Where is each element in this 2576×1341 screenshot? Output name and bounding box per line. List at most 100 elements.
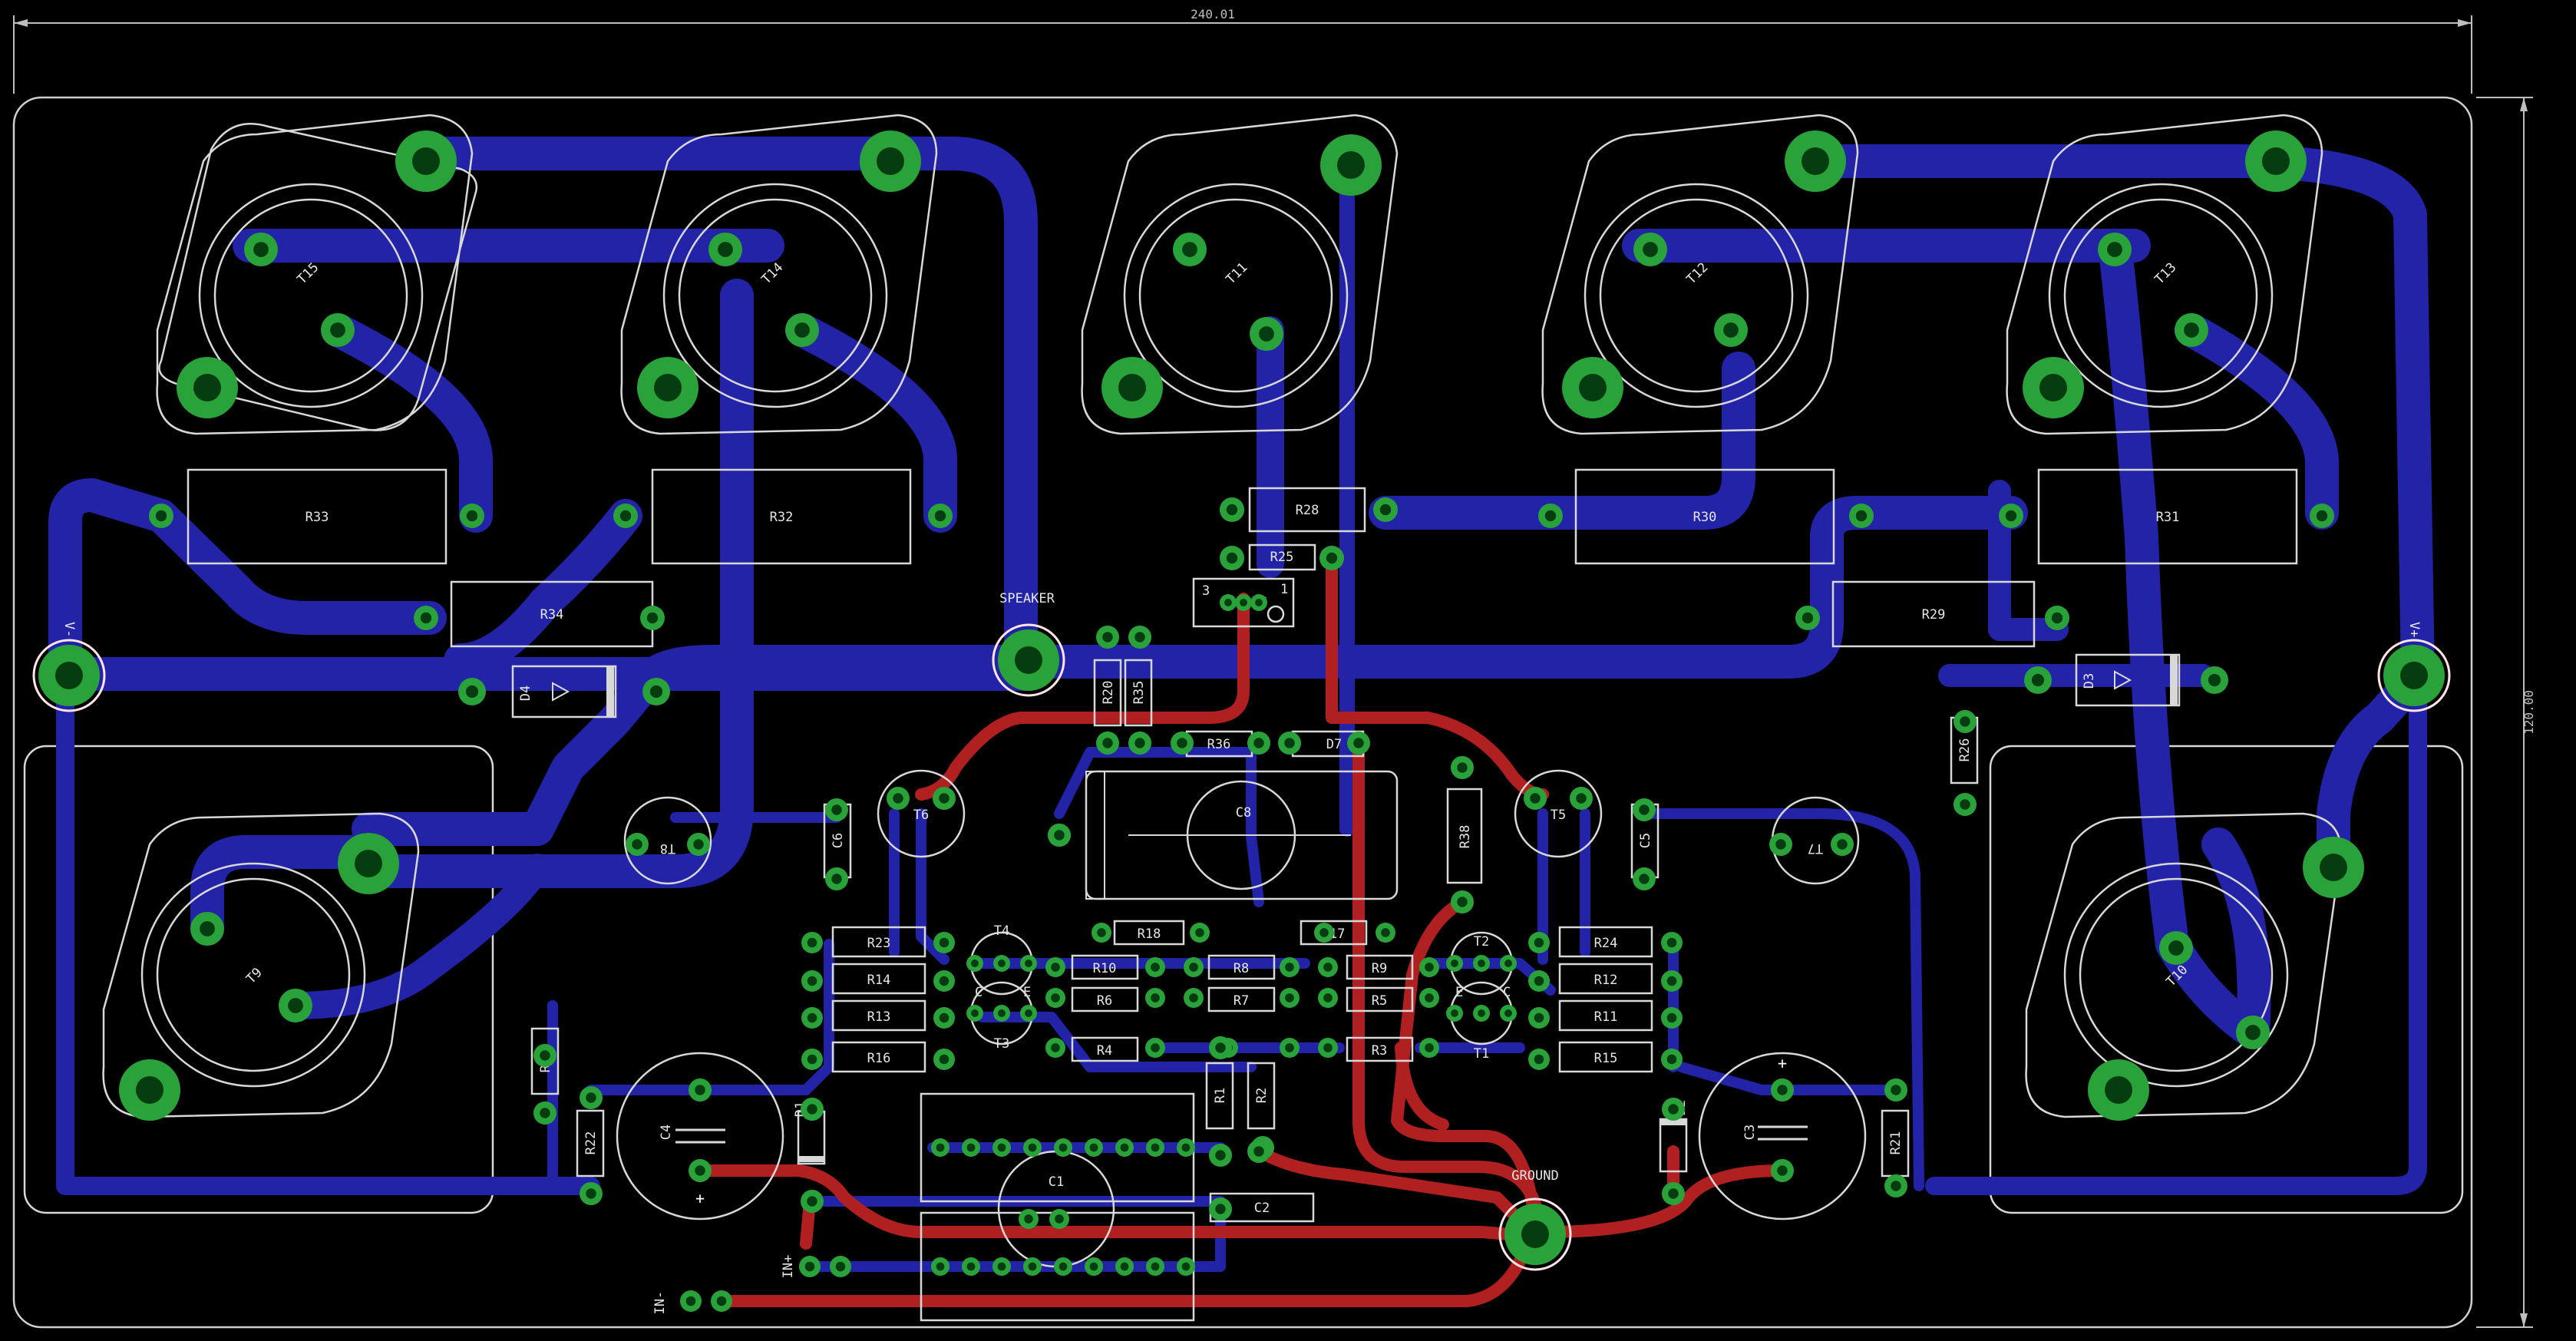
- pad-hole: [2245, 1025, 2261, 1040]
- pad-hole: [540, 1050, 550, 1061]
- pad-hole: [1451, 960, 1458, 967]
- resistor-r1[interactable]: R1: [1205, 1062, 1234, 1130]
- heatsink-left-outline: [23, 745, 494, 1214]
- resistor-r16[interactable]: R16: [831, 1041, 926, 1073]
- transistor-t5[interactable]: T5: [1514, 769, 1603, 858]
- pad-hole: [1723, 322, 1739, 338]
- resistor-r21[interactable]: R21: [1881, 1109, 1910, 1178]
- resistor-r30[interactable]: R30: [1574, 468, 1835, 565]
- resistor-r2[interactable]: R2: [1247, 1062, 1276, 1130]
- resistor-r11[interactable]: R11: [1558, 999, 1653, 1032]
- pad-hole: [693, 839, 704, 850]
- pad-hole: [1177, 738, 1187, 748]
- capacitor-c1[interactable]: C1: [920, 1092, 1195, 1322]
- resistor-r22[interactable]: R22: [576, 1109, 605, 1178]
- resistor-r14[interactable]: R14: [831, 963, 926, 995]
- resistor-r23[interactable]: R23: [831, 926, 926, 958]
- pad-hole: [971, 1009, 979, 1017]
- pad-hole: [1579, 374, 1607, 401]
- resistor-r25[interactable]: R25: [1248, 543, 1316, 571]
- pad-hole: [646, 612, 659, 624]
- pad-hole: [1425, 963, 1434, 972]
- pad-hole: [2320, 854, 2347, 881]
- svg-text:+: +: [695, 1189, 705, 1207]
- pad-hole: [136, 1076, 163, 1104]
- pad-hole: [1457, 897, 1468, 907]
- resistor-r12[interactable]: R12: [1558, 963, 1653, 995]
- t2-pin-c: C: [1503, 985, 1511, 1000]
- r15-label: R15: [1594, 1051, 1618, 1066]
- resistor-r10[interactable]: R10: [1071, 954, 1139, 980]
- resistor-r4[interactable]: R4: [1071, 1036, 1139, 1062]
- r14-label: R14: [867, 973, 891, 988]
- resistor-r28[interactable]: R28: [1248, 487, 1366, 533]
- resistor-r8[interactable]: R8: [1207, 954, 1276, 980]
- r34-label: R34: [540, 607, 564, 623]
- pad-hole: [1534, 976, 1544, 986]
- resistor-r32[interactable]: R32: [651, 468, 912, 565]
- resistor-r15[interactable]: R15: [1558, 1041, 1653, 1073]
- diode-d3[interactable]: D3: [2075, 653, 2181, 707]
- pad-hole: [2005, 510, 2017, 522]
- resistor-r33[interactable]: R33: [187, 468, 447, 565]
- r20-label: R20: [1101, 681, 1116, 705]
- pad-hole: [971, 960, 979, 967]
- resistor-r24[interactable]: R24: [1558, 926, 1653, 958]
- pad-hole: [619, 510, 632, 522]
- resistor-r38[interactable]: R38: [1446, 788, 1483, 884]
- pad-hole: [1253, 738, 1264, 748]
- resistor-r20[interactable]: R20: [1093, 659, 1122, 727]
- pad-hole: [804, 1261, 815, 1272]
- pad-hole: [55, 662, 83, 689]
- r16-label: R16: [867, 1051, 891, 1066]
- capacitor-c4[interactable]: C4 +: [616, 1052, 784, 1220]
- r22-label: R22: [583, 1131, 599, 1155]
- r28-label: R28: [1296, 503, 1319, 518]
- power-transistor-t9[interactable]: T9: [140, 862, 366, 1088]
- pad-hole: [1285, 993, 1294, 1002]
- speaker-terminal-ring: [992, 623, 1065, 697]
- resistor-r31[interactable]: R31: [2037, 468, 2298, 565]
- pad-hole: [1215, 1042, 1226, 1053]
- resistor-r9[interactable]: R9: [1346, 954, 1414, 980]
- pad-hole: [939, 1012, 949, 1023]
- pad-hole: [1451, 1009, 1458, 1017]
- resistor-r13[interactable]: R13: [831, 999, 926, 1032]
- transistor-t6[interactable]: T6: [877, 769, 966, 858]
- resistor-r3[interactable]: R3: [1346, 1036, 1414, 1062]
- pad-hole: [807, 1104, 817, 1115]
- resistor-r18[interactable]: R18: [1113, 920, 1185, 946]
- pad-hole: [966, 1262, 976, 1271]
- resistor-r29[interactable]: R29: [1831, 580, 2036, 648]
- capacitor-c8[interactable]: C8: [1085, 770, 1399, 900]
- resistor-r5[interactable]: R5: [1346, 986, 1414, 1012]
- pad-hole: [1478, 1009, 1485, 1017]
- diode-d4[interactable]: D4: [511, 665, 617, 718]
- r10-label: R10: [1093, 961, 1117, 976]
- t1-label: T1: [1474, 1046, 1489, 1062]
- transistor-t8[interactable]: T8: [623, 796, 712, 885]
- d4-label: D4: [518, 685, 533, 701]
- pad-hole: [1323, 993, 1333, 1002]
- board-outline: [12, 96, 2473, 1329]
- pad-hole: [1054, 830, 1065, 841]
- resistor-r6[interactable]: R6: [1071, 986, 1139, 1012]
- pad-hole: [1181, 1262, 1191, 1271]
- r6-label: R6: [1097, 993, 1112, 1009]
- pad-hole: [193, 374, 221, 401]
- r32-label: R32: [770, 510, 794, 525]
- pad-hole: [1777, 1165, 1788, 1176]
- resistor-r7[interactable]: R7: [1207, 986, 1276, 1012]
- pad-hole: [1319, 928, 1329, 937]
- pad-hole: [966, 1143, 976, 1152]
- pad-hole: [2316, 510, 2328, 522]
- capacitor-c3[interactable]: C3 +: [1698, 1052, 1867, 1220]
- dimension-width: 240.01: [13, 7, 2472, 94]
- pad-hole: [1097, 928, 1106, 937]
- pad-hole: [1051, 1043, 1060, 1052]
- t8-label: T8: [660, 841, 675, 856]
- pad-hole: [1666, 1012, 1677, 1023]
- pad-hole: [1025, 960, 1032, 967]
- resistor-r35[interactable]: R35: [1124, 659, 1153, 727]
